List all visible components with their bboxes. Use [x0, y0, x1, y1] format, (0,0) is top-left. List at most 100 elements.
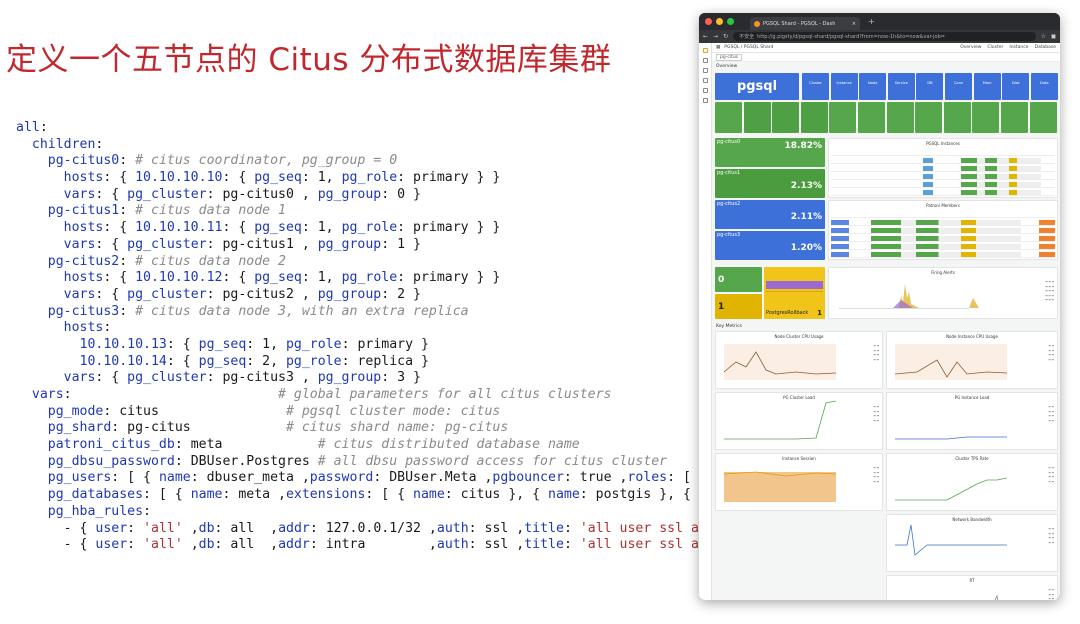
green-stat-tile[interactable]	[800, 102, 828, 133]
close-tab-icon[interactable]: ×	[851, 20, 856, 27]
panel-title: Firing Alerts	[931, 270, 955, 275]
row-overview[interactable]: Overview	[712, 63, 1060, 70]
code-text	[16, 287, 64, 302]
explore-icon[interactable]	[702, 88, 708, 93]
code-comment: # citus data node 1	[135, 203, 286, 219]
dashboards-icon[interactable]	[702, 78, 708, 83]
close-window-icon[interactable]	[705, 18, 712, 25]
top-link-database[interactable]: Database	[1034, 45, 1056, 50]
green-stat-tile[interactable]	[1001, 102, 1029, 133]
code-key: title	[524, 537, 564, 553]
code-text	[16, 237, 64, 252]
variable-select[interactable]: pg-citus	[716, 53, 743, 61]
code-key: vars	[31, 387, 64, 402]
code-string: 'all'	[143, 520, 183, 536]
instance-panel-citus0[interactable]: pg-citus0 18.82%	[715, 138, 825, 167]
table-row[interactable]	[831, 173, 1055, 180]
stat-header-tile[interactable]: Cluster	[802, 73, 830, 100]
instance-panel-citus3[interactable]: pg-citus3 1.20%	[715, 231, 825, 260]
green-stat-tile[interactable]	[943, 102, 971, 133]
table-row[interactable]	[831, 189, 1055, 196]
table-row[interactable]	[831, 227, 1055, 234]
star-icon[interactable]	[702, 68, 708, 73]
top-link-cluster[interactable]: Cluster	[987, 45, 1004, 50]
green-stat-tile[interactable]	[715, 102, 743, 133]
stat-header-label: Data	[1040, 81, 1049, 85]
code-line: hosts: { 10.10.10.10: { pg_seq: 1, pg_ro…	[16, 170, 897, 187]
new-tab-icon[interactable]: +	[868, 17, 875, 26]
table-cell-badge	[923, 166, 933, 171]
green-stat-tile[interactable]	[829, 102, 857, 133]
metric-chart-panel[interactable]: Node Instance CPU Usage━ ━━ ━━ ━━ ━	[886, 331, 1058, 389]
metric-chart-panel[interactable]: Node Cluster CPU Usage━ ━━ ━━ ━━ ━	[715, 331, 883, 389]
table-row[interactable]	[831, 149, 1055, 156]
table-row[interactable]	[831, 243, 1055, 250]
top-link-instance[interactable]: Instance	[1009, 45, 1029, 50]
metric-chart-panel[interactable]: Instance Session━ ━━ ━━ ━━ ━	[715, 453, 883, 511]
green-stat-tile[interactable]	[743, 102, 771, 133]
stat-header-tile[interactable]: Conn	[945, 73, 973, 100]
instance-panel-citus2[interactable]: pg-citus2 2.11%	[715, 200, 825, 229]
table-row[interactable]	[831, 181, 1055, 188]
back-icon[interactable]: ←	[703, 33, 709, 40]
metric-chart-panel[interactable]: RT━ ━━ ━━ ━━ ━	[886, 575, 1058, 600]
code-text: : dbuser_meta ,	[190, 470, 310, 486]
code-text: : meta	[174, 437, 318, 453]
row-key-metrics[interactable]: Key Metrics	[712, 323, 1060, 330]
firing-alerts-value: 0	[718, 275, 725, 285]
code-text: :	[563, 537, 580, 553]
green-stat-tile[interactable]	[972, 102, 1000, 133]
table-row[interactable]	[831, 251, 1055, 258]
table-cell-bar	[871, 244, 1021, 249]
instance-name: pg-citus0	[717, 139, 741, 145]
code-key: vars	[63, 286, 96, 302]
green-stat-tile[interactable]	[772, 102, 800, 133]
stat-header-tile[interactable]: Mem	[973, 73, 1001, 100]
table-row[interactable]	[831, 235, 1055, 242]
instance-panel-citus1[interactable]: pg-citus1 2.13%	[715, 169, 825, 198]
table-row[interactable]	[831, 165, 1055, 172]
minimize-window-icon[interactable]	[716, 18, 723, 25]
metric-chart-panel[interactable]: Network Bandwidth━ ━━ ━━ ━━ ━	[886, 514, 1058, 572]
stat-header-tile[interactable]: Instance	[830, 73, 858, 100]
code-text: : citus }, {	[444, 487, 549, 503]
table-row[interactable]	[831, 157, 1055, 164]
top-link-overview[interactable]: Overview	[960, 45, 982, 50]
maximize-window-icon[interactable]	[727, 18, 734, 25]
address-input[interactable]: 不安全 http://g.pigsty/d/pgsql-shard/pgsql-…	[733, 32, 1036, 41]
metric-chart-panel[interactable]: Cluster TPS Rate━ ━━ ━━ ━━ ━	[886, 453, 1058, 511]
code-text: : all ,	[214, 537, 279, 553]
grafana-logo-icon[interactable]	[702, 48, 708, 53]
stat-header-tile[interactable]: Node	[859, 73, 887, 100]
forward-icon[interactable]: →	[713, 33, 719, 40]
search-icon[interactable]	[702, 58, 708, 63]
green-stat-tile[interactable]	[915, 102, 943, 133]
metric-chart-panel[interactable]: PG Instance Load━ ━━ ━━ ━━ ━	[886, 392, 1058, 450]
green-stat-tile[interactable]	[1029, 102, 1057, 133]
green-stat-tile[interactable]	[886, 102, 914, 133]
apps-icon[interactable]: ▦	[716, 45, 721, 50]
breadcrumb[interactable]: PGSQL / PGSQL Shard	[724, 45, 774, 50]
star-icon[interactable]: ☆	[1040, 33, 1047, 40]
code-text: : {	[95, 286, 128, 302]
firing-alerts-chart	[839, 284, 979, 309]
stat-header-tile[interactable]: Data	[1030, 73, 1058, 100]
alerting-icon[interactable]	[702, 98, 708, 103]
stat-header-tile[interactable]: Disk	[1002, 73, 1030, 100]
code-text: : 3 }	[381, 370, 421, 386]
stat-header-tile[interactable]: DB	[916, 73, 944, 100]
code-line: pg-citus2: # citus data node 2	[16, 254, 897, 271]
code-line: pg-citus0: # citus coordinator, pg_group…	[16, 153, 897, 170]
table-row[interactable]	[831, 211, 1055, 218]
code-key: title	[524, 520, 564, 536]
table-row[interactable]	[831, 219, 1055, 226]
reload-icon[interactable]: ↻	[723, 33, 729, 40]
stat-header-tile[interactable]: Service	[887, 73, 915, 100]
browser-tab[interactable]: PGSQL Shard - PGSQL - Dash ×	[750, 17, 860, 30]
green-stat-tile[interactable]	[858, 102, 886, 133]
code-key: pg_role	[341, 220, 398, 236]
extensions-icon[interactable]: ◼	[1051, 33, 1056, 40]
table-cell-status	[1039, 252, 1055, 257]
code-comment: # citus data node 3, with an extra repli…	[135, 303, 469, 319]
metric-chart-panel[interactable]: PG Cluster Load━ ━━ ━━ ━━ ━	[715, 392, 883, 450]
